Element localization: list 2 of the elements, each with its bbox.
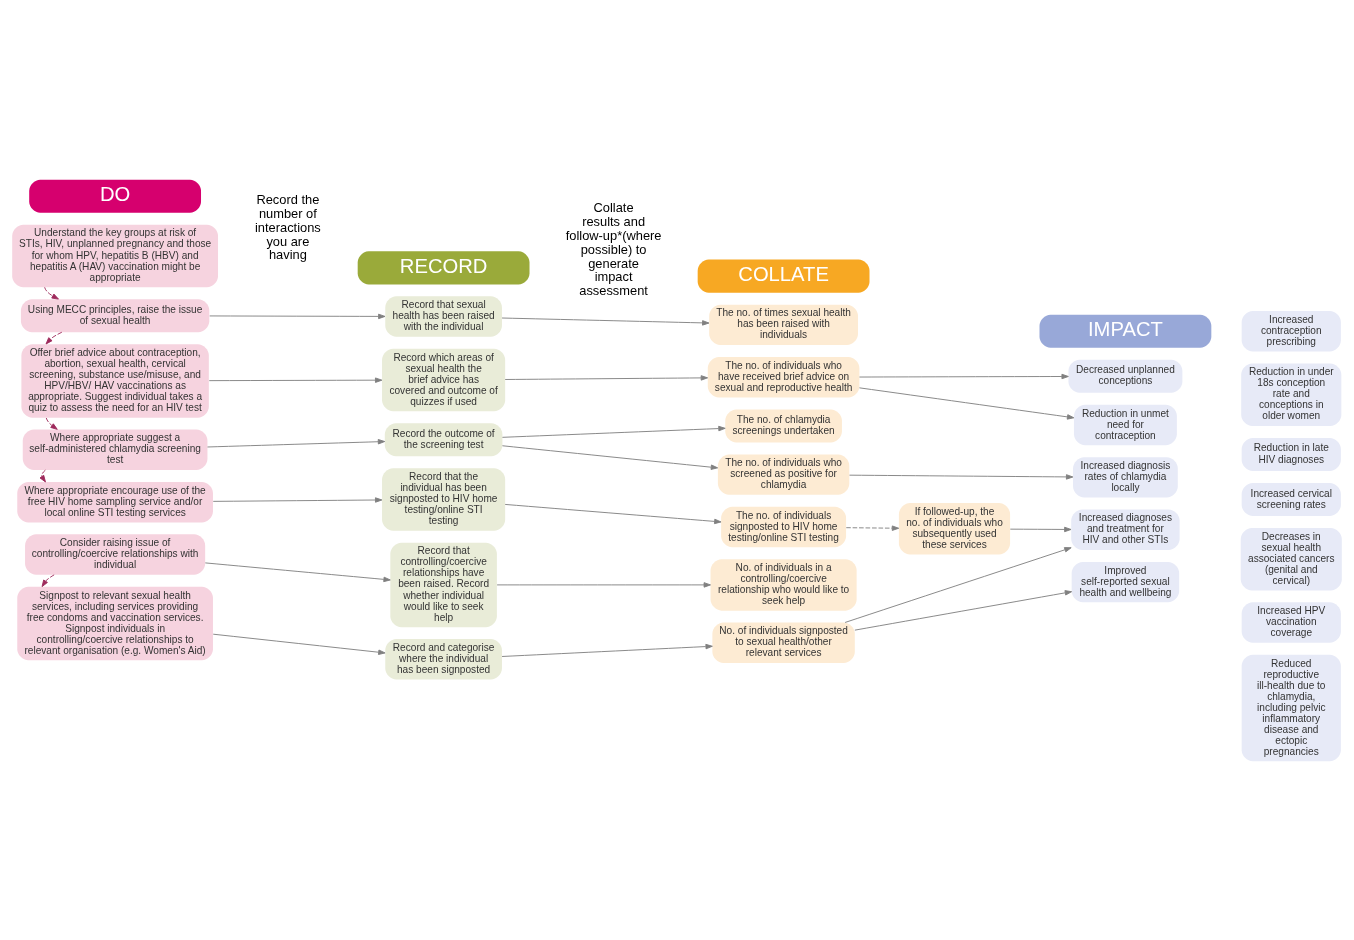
label: Record the number of interactions you are having — [254, 191, 321, 262]
label: Collate results and follow-up*(where possible) to generate impact assessment — [565, 199, 662, 298]
